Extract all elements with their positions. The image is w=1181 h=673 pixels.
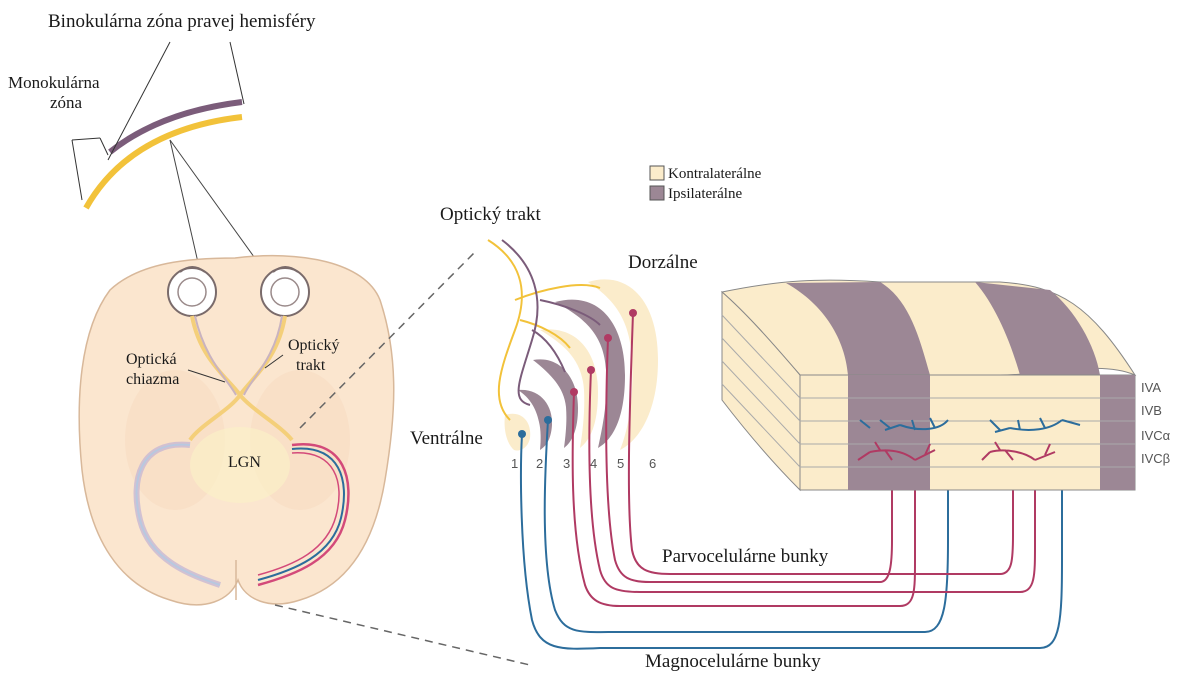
legend-label-ipsilateral: Ipsilaterálne: [668, 186, 742, 202]
lgn-layer-number-3: 3: [563, 456, 570, 471]
visual-field-purple-arc: [110, 102, 242, 152]
monocular-zone-label-line2: zóna: [50, 93, 83, 112]
cortex-block: [722, 280, 1135, 490]
magno-label: Magnocelulárne bunky: [645, 651, 821, 672]
optic-chiasm-label-line1: Optická: [126, 351, 177, 368]
parvo-label: Parvocelulárne bunky: [662, 546, 829, 567]
lgn-layer-number-4: 4: [590, 456, 597, 471]
binocular-zone-label: Binokulárna zóna pravej hemisféry: [48, 11, 316, 32]
cortex-layer-label-iva: IVA: [1141, 380, 1161, 395]
cortex-layer-label-ivb: IVB: [1141, 403, 1162, 418]
legend-swatch-ipsilateral: [650, 186, 664, 200]
lgn-layer-number-5: 5: [617, 456, 624, 471]
ventral-label: Ventrálne: [410, 428, 483, 449]
cortex-layer-label-ivc-beta: IVCβ: [1141, 451, 1170, 466]
optic-tract-label: Optický trakt: [440, 204, 542, 225]
lgn-layers: [505, 279, 658, 450]
optic-tract-brain-label-line1: Optický: [288, 337, 340, 354]
brain: [79, 256, 394, 605]
visual-field-yellow-arc: [86, 117, 242, 208]
lgn-layer-number-6: 6: [649, 456, 656, 471]
legend-label-contralateral: Kontralaterálne: [668, 166, 762, 182]
legend-swatch-contralateral: [650, 166, 664, 180]
lgn-layer-number-1: 1: [511, 456, 518, 471]
lgn-layer-number-2: 2: [536, 456, 543, 471]
left-eye: [168, 267, 216, 316]
monocular-zone-label-line1: Monokulárna: [8, 73, 100, 92]
legend: Kontralaterálne Ipsilaterálne: [650, 166, 762, 202]
dorsal-label: Dorzálne: [628, 252, 698, 273]
right-eye: [261, 267, 309, 316]
optic-tract-brain-label-line2: trakt: [296, 357, 326, 374]
cortex-layer-label-ivc-alpha: IVCα: [1141, 428, 1171, 443]
lgn-label: LGN: [228, 454, 261, 471]
optic-chiasm-label-line2: chiazma: [126, 371, 179, 388]
